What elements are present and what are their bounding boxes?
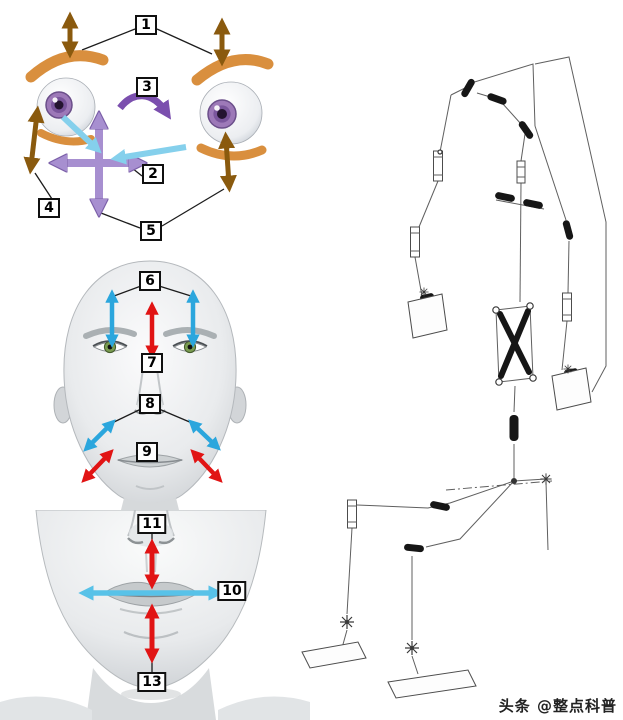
label-4: 4 <box>38 198 60 218</box>
label-6: 6 <box>139 271 161 291</box>
label-1: 1 <box>135 15 157 35</box>
label-3: 3 <box>136 77 158 97</box>
mechanism-kinematic-diagram <box>301 56 607 699</box>
label-5: 5 <box>140 221 162 241</box>
label-7: 7 <box>141 353 163 373</box>
label-connector-lines <box>111 285 193 424</box>
hatched-cylinders <box>347 150 572 529</box>
label-8: 8 <box>139 394 161 414</box>
gaze-direction-arrows <box>60 114 187 165</box>
right-shoulder <box>218 696 310 720</box>
left-eyeball <box>36 77 96 137</box>
watermark: 头条 @整点科普 <box>498 697 617 715</box>
cross-linkage <box>492 302 537 386</box>
universal-joint-stars <box>340 287 573 655</box>
right-eyebrow <box>191 54 274 86</box>
label-11: 11 <box>137 514 167 534</box>
mount-flags <box>407 293 592 411</box>
mouth-corner-smile-arrows <box>83 419 221 452</box>
right-eyeball <box>199 81 263 145</box>
philtrum-right <box>154 551 157 573</box>
base-plates <box>301 641 477 699</box>
mouth-dof-panel <box>0 510 310 720</box>
mannequin-head <box>53 260 247 510</box>
left-shoulder <box>0 696 92 720</box>
face-dof-panel <box>53 260 247 510</box>
label-10: 10 <box>217 581 247 601</box>
pivot-joints <box>437 149 517 484</box>
mouth-corner-stretch-arrows <box>81 449 223 483</box>
centerline-dashdot <box>445 480 553 491</box>
philtrum-left <box>145 551 148 573</box>
label-2: 2 <box>142 164 164 184</box>
linkage-lines <box>341 56 607 675</box>
label-13: 13 <box>137 672 167 692</box>
eye-roll-rotation-arrow <box>117 92 172 120</box>
eyebrow-raise-arrows <box>23 11 237 193</box>
label-9: 9 <box>136 442 158 462</box>
right-lower-lid <box>196 143 267 161</box>
left-eyebrow <box>25 50 109 83</box>
neck <box>86 668 216 720</box>
eyes-dof-panel <box>23 11 274 229</box>
neck <box>121 498 179 510</box>
brow-raise-arrows <box>105 289 200 348</box>
